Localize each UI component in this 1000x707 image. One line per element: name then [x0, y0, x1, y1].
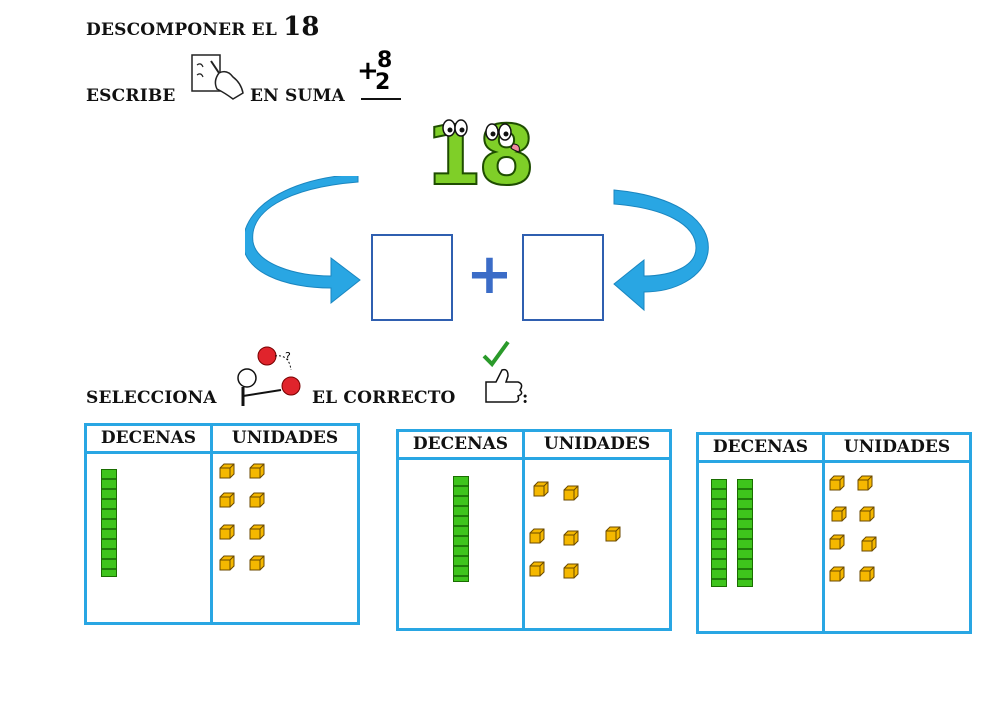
units-header: UNIDADES	[231, 428, 339, 448]
writing-hand-icon	[191, 54, 244, 100]
option-table-3[interactable]: DECENAS UNIDADES	[696, 432, 972, 634]
number-character: 18	[424, 111, 536, 203]
unit-cube	[529, 528, 545, 544]
tens-header: DECENAS	[412, 434, 509, 454]
ten-rod	[101, 469, 117, 577]
unit-cube	[219, 492, 235, 508]
plus-sign: +	[466, 242, 513, 307]
svg-text:?: ?	[285, 350, 291, 363]
right-curved-arrow-icon	[613, 189, 709, 312]
instruction-correct-label: EL CORRECTO	[312, 388, 456, 408]
unit-cube	[831, 506, 847, 522]
unit-cube	[219, 524, 235, 540]
unit-cube	[249, 463, 265, 479]
title-text: DESCOMPONER EL	[86, 20, 277, 40]
page-title: DESCOMPONER EL 18	[86, 12, 320, 42]
unit-cube	[859, 506, 875, 522]
unit-cube	[249, 492, 265, 508]
unit-cube	[219, 463, 235, 479]
sum-example-top: 8	[377, 48, 393, 73]
first-addend-box[interactable]	[371, 234, 453, 321]
unit-cube	[857, 475, 873, 491]
instruction-write-label: ESCRIBE	[86, 86, 176, 106]
option-table-1[interactable]: DECENAS UNIDADES	[84, 423, 360, 625]
instruction-select-label: SELECCIONA	[86, 388, 217, 408]
unit-cube	[563, 563, 579, 579]
unit-cube	[829, 475, 845, 491]
ten-rod	[737, 479, 753, 587]
sum-example: 8 + 2	[355, 50, 401, 102]
unit-cube	[529, 561, 545, 577]
unit-cube	[563, 530, 579, 546]
thumbs-up-check-icon	[482, 340, 523, 403]
unit-cube	[219, 555, 235, 571]
column-divider	[522, 432, 525, 628]
sum-example-bottom: 2	[375, 70, 391, 95]
unit-cube	[861, 536, 877, 552]
ten-rod	[453, 476, 469, 582]
sum-example-sign: +	[357, 56, 379, 86]
unit-cube	[829, 534, 845, 550]
second-addend-box[interactable]	[522, 234, 604, 321]
table-header-row	[699, 435, 969, 463]
option-table-2[interactable]: DECENAS UNIDADES	[396, 429, 672, 631]
units-header: UNIDADES	[843, 437, 951, 457]
unit-cube	[859, 566, 875, 582]
sum-example-line	[361, 98, 401, 100]
column-divider	[822, 435, 825, 631]
unit-cube	[249, 524, 265, 540]
left-curved-arrow-icon	[245, 176, 361, 305]
unit-cube	[605, 526, 621, 542]
title-number: 18	[283, 12, 320, 42]
table-header-row	[399, 432, 669, 460]
units-header: UNIDADES	[543, 434, 651, 454]
unit-cube	[533, 481, 549, 497]
ten-rod	[711, 479, 727, 587]
unit-cube	[563, 485, 579, 501]
instruction-sum-label: EN SUMA	[250, 86, 345, 106]
cartoon-eyes-icon	[442, 119, 520, 153]
choose-figure-icon: ?	[237, 346, 301, 406]
instruction-colon: :	[522, 388, 529, 408]
unit-cube	[829, 566, 845, 582]
tens-header: DECENAS	[712, 437, 809, 457]
unit-cube	[249, 555, 265, 571]
column-divider	[210, 426, 213, 622]
tens-header: DECENAS	[100, 428, 197, 448]
table-header-row	[87, 426, 357, 454]
